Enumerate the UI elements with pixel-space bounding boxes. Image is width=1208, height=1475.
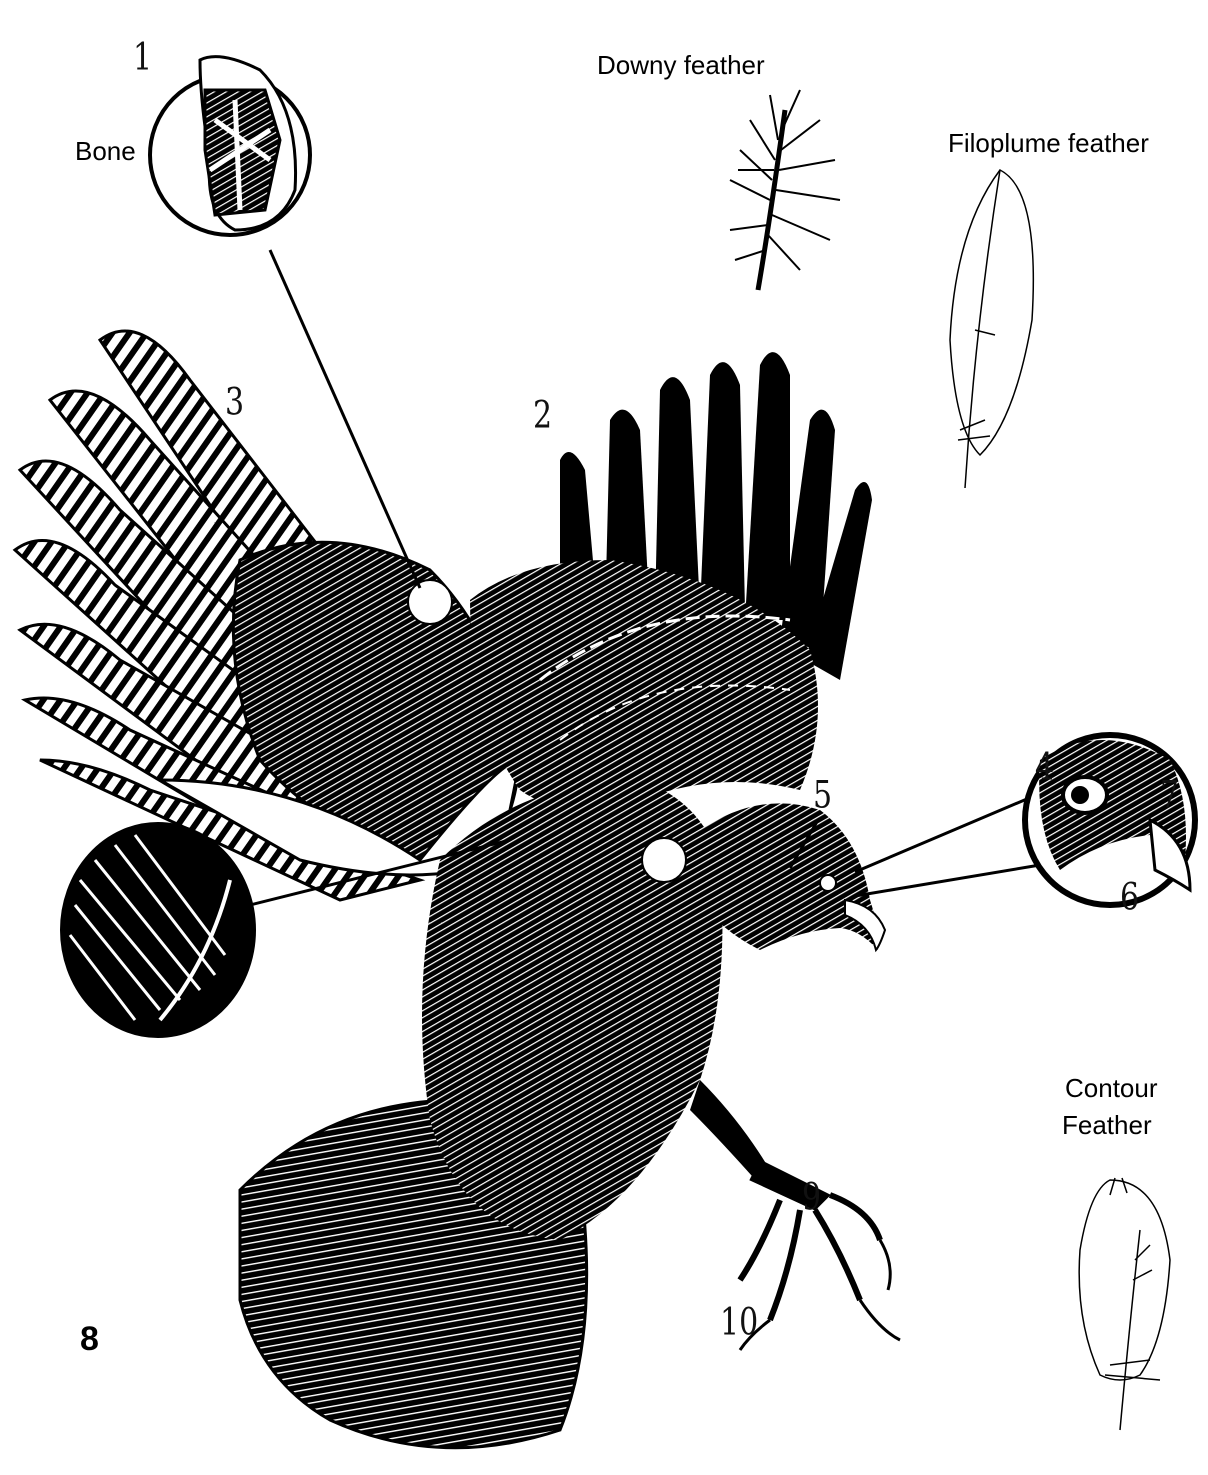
head	[700, 803, 878, 950]
contour-feather-label-line1: Contour	[1065, 1073, 1158, 1104]
contour-feather-drawing	[1079, 1178, 1170, 1430]
callout-number-2: 2	[533, 394, 552, 438]
filoplume-feather-label: Filoplume feather	[948, 128, 1149, 159]
bone-label: Bone	[75, 136, 136, 167]
contour-feather-label-line2: Feather	[1062, 1110, 1152, 1141]
downy-feather-label: Downy feather	[597, 50, 765, 81]
callout-number-7: 7	[1160, 774, 1179, 818]
right-wing	[470, 352, 872, 808]
callout-number-9: 9	[802, 1176, 821, 1220]
callout-number-10: 10	[720, 1301, 758, 1345]
eye	[820, 875, 836, 891]
body-marker	[642, 838, 686, 882]
callout-number-6: 6	[1120, 876, 1139, 920]
downy-feather-drawing	[730, 90, 840, 290]
callout-number-1: 1	[133, 36, 152, 80]
bone-inset	[150, 57, 310, 235]
barbs-inset	[63, 825, 253, 1035]
figure-number: 8	[80, 1320, 99, 1359]
wing-bone-marker	[408, 580, 452, 624]
callout-number-3: 3	[225, 381, 244, 425]
callout-number-4: 4	[1035, 746, 1054, 790]
filoplume-feather-drawing	[950, 170, 1033, 488]
callout-number-5: 5	[813, 774, 832, 818]
